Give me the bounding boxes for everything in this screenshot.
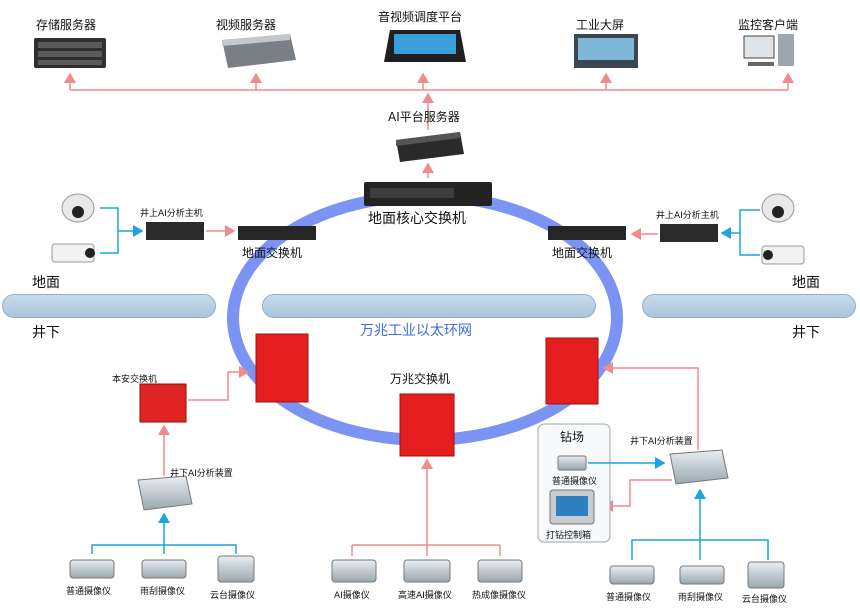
label-right-camera-1: 普通摄像仪: [606, 593, 652, 603]
separator-bar-center: [262, 294, 596, 318]
label-center-camera-2: 高速AI摄像仪: [398, 591, 452, 601]
label-ground-switch-left: 地面交换机: [242, 246, 303, 260]
camera-bus-links: [91, 488, 769, 560]
label-safe-switch: 本安交换机: [112, 375, 158, 385]
core-switch-icon: [364, 182, 492, 206]
center-camera-2-icon: [403, 559, 451, 583]
video-wall-icon: [574, 34, 638, 68]
underground-ai-right-icon: [669, 449, 729, 485]
ground-switch-left-icon: [238, 226, 316, 240]
right-camera-2-icon: [679, 565, 725, 585]
separator-bar-left: [2, 294, 216, 318]
ai-host-left-icon: [146, 222, 204, 240]
label-drill-control: 打钻控制箱: [546, 531, 592, 541]
underground-links: [158, 362, 699, 546]
label-ring: 万兆工业以太环网: [360, 323, 472, 339]
video-server-icon: [222, 34, 296, 68]
label-right-camera-3: 云台摄像仪: [742, 595, 788, 605]
label-ground-switch-right: 地面交换机: [552, 246, 613, 260]
label-wanzhao-switch: 万兆交换机: [390, 372, 451, 386]
flameproof-switch-right-icon: [545, 337, 599, 405]
label-dispatch-platform: 音视频调度平台: [378, 10, 463, 24]
top-link-lines: [64, 72, 794, 178]
ground-switch-right-icon: [548, 226, 626, 240]
label-center-camera-3: 热成像摄像仪: [472, 591, 527, 601]
dome-camera-left-icon: [61, 193, 95, 223]
monitor-client-icon: [743, 34, 794, 66]
right-camera-1-icon: [609, 565, 655, 585]
label-surface-right: 地面: [792, 275, 820, 291]
drill-camera-icon: [557, 455, 587, 471]
label-host-right: 井上AI分析主机: [656, 211, 719, 221]
label-core-switch: 地面核心交换机: [368, 211, 466, 227]
left-camera-3-icon: [217, 555, 255, 583]
label-underground-ai-left: 井下AI分析装置: [170, 469, 233, 479]
surface-links: [206, 225, 658, 240]
right-camera-3-icon: [747, 561, 785, 589]
flameproof-switch-left-icon: [255, 333, 309, 403]
label-left-camera-1: 普通摄像仪: [66, 587, 112, 597]
surface-camera-links: [100, 207, 760, 256]
label-left-camera-2: 雨刮摄像仪: [140, 587, 186, 597]
label-drill-camera: 普通摄像仪: [552, 477, 598, 487]
label-center-camera-1: AI摄像仪: [334, 591, 370, 601]
drill-control-box-icon: [549, 489, 595, 525]
center-camera-3-icon: [477, 559, 523, 583]
separator-bar-right: [642, 294, 856, 318]
bullet-camera-right-icon: [761, 245, 805, 265]
label-left-camera-3: 云台摄像仪: [210, 591, 256, 601]
dispatch-console-icon: [384, 30, 466, 62]
label-monitor-client: 监控客户端: [738, 18, 799, 32]
label-underground-left: 井下: [32, 325, 60, 341]
label-ai-platform: AI平台服务器: [388, 110, 460, 124]
label-video-wall: 工业大屏: [576, 18, 625, 32]
label-host-left: 井上AI分析主机: [140, 209, 203, 219]
label-drill-site: 钻场: [560, 430, 585, 444]
flameproof-switch-center-icon: [399, 393, 455, 457]
dome-camera-right-icon: [761, 193, 795, 223]
ai-platform-server-icon: [396, 132, 464, 162]
ai-host-right-icon: [660, 224, 718, 242]
label-video-server: 视频服务器: [216, 18, 277, 32]
center-camera-1-icon: [331, 559, 377, 583]
left-camera-1-icon: [69, 559, 115, 579]
storage-server-icon: [34, 38, 106, 68]
center-camera-links: [351, 545, 501, 556]
safe-switch-icon: [139, 383, 187, 423]
label-surface-left: 地面: [32, 275, 60, 291]
label-underground-right: 井下: [792, 325, 820, 341]
bullet-camera-left-icon: [51, 243, 95, 263]
underground-ai-left-icon: [137, 475, 193, 511]
left-camera-2-icon: [141, 559, 187, 579]
label-right-camera-2: 雨刮摄像仪: [678, 593, 724, 603]
label-underground-ai-right: 井下AI分析装置: [630, 437, 693, 447]
label-storage-server: 存储服务器: [36, 18, 97, 32]
